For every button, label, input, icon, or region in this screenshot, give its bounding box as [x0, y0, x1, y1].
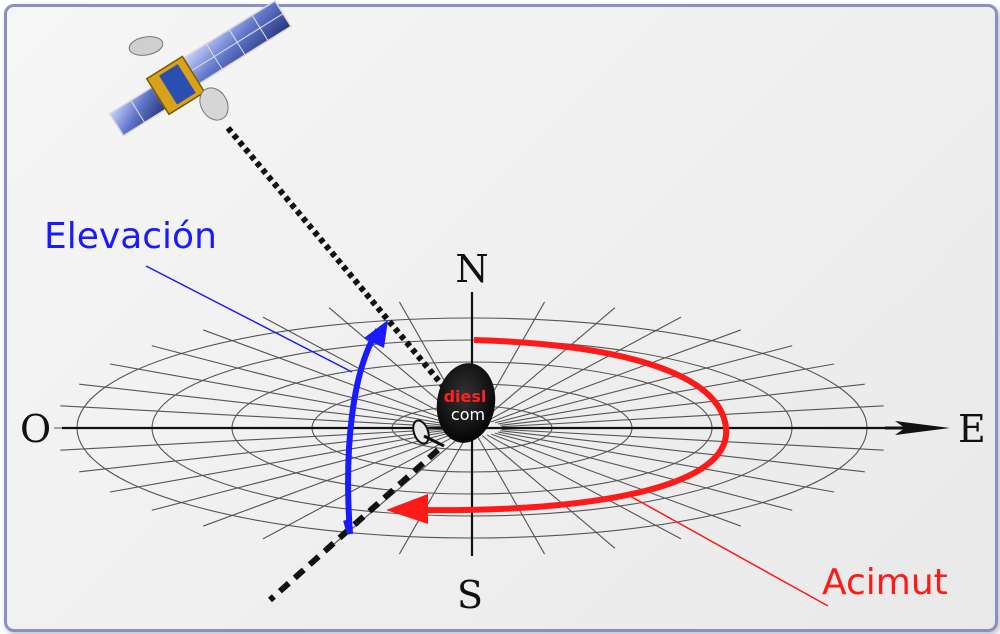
west-label: O — [20, 407, 51, 451]
arrow-east-icon — [885, 421, 950, 435]
grid-radial-line — [109, 431, 447, 493]
grid-radial-line — [501, 405, 884, 428]
grid-radial-line — [497, 363, 835, 425]
elevation-pointer-line — [145, 265, 353, 373]
grid-radial-line — [494, 345, 793, 424]
dish-antenna-icon — [412, 419, 445, 448]
satellite-icon — [108, 0, 292, 137]
grid-radial-line — [203, 329, 453, 423]
grid-radial-line — [491, 329, 741, 423]
grid-radial-line — [262, 434, 458, 540]
grid-radial-line — [151, 432, 450, 511]
azimuth-pointer-line — [629, 495, 829, 607]
grid-radial-line — [398, 435, 468, 555]
grid-radial-line — [491, 433, 741, 527]
azimuth-label: Acimut — [822, 562, 948, 603]
grid-radial-line — [481, 435, 616, 549]
grid-radial-line — [500, 383, 865, 426]
north-label: N — [455, 247, 488, 291]
grid-radial-line — [476, 435, 546, 555]
grid-radial-line — [500, 430, 865, 473]
logo: diesl com — [436, 363, 496, 443]
elevation-arc — [343, 320, 388, 535]
grid-radial-line — [79, 383, 444, 426]
east-label: E — [958, 407, 986, 451]
grid-radial-line — [151, 345, 450, 424]
logo-text-line1: diesl — [444, 387, 487, 406]
grid-radial-line — [60, 428, 443, 451]
grid-radial-line — [60, 405, 443, 428]
elevation-label: Elevación — [44, 216, 217, 257]
grid-radial-line — [109, 363, 447, 425]
grid-radial-line — [79, 430, 444, 473]
grid-radial-line — [486, 434, 682, 540]
grid-radial-line — [203, 433, 453, 527]
grid-radial-line — [481, 307, 616, 421]
logo-text-line2: com — [451, 405, 485, 424]
line-of-sight — [225, 126, 451, 603]
grid-radial-line — [486, 316, 682, 422]
grid-radial-line — [497, 431, 835, 493]
azimuth-arc — [386, 337, 730, 524]
grid-radial-line — [494, 432, 793, 511]
grid-radial-line — [501, 428, 884, 451]
south-label: S — [457, 573, 483, 617]
